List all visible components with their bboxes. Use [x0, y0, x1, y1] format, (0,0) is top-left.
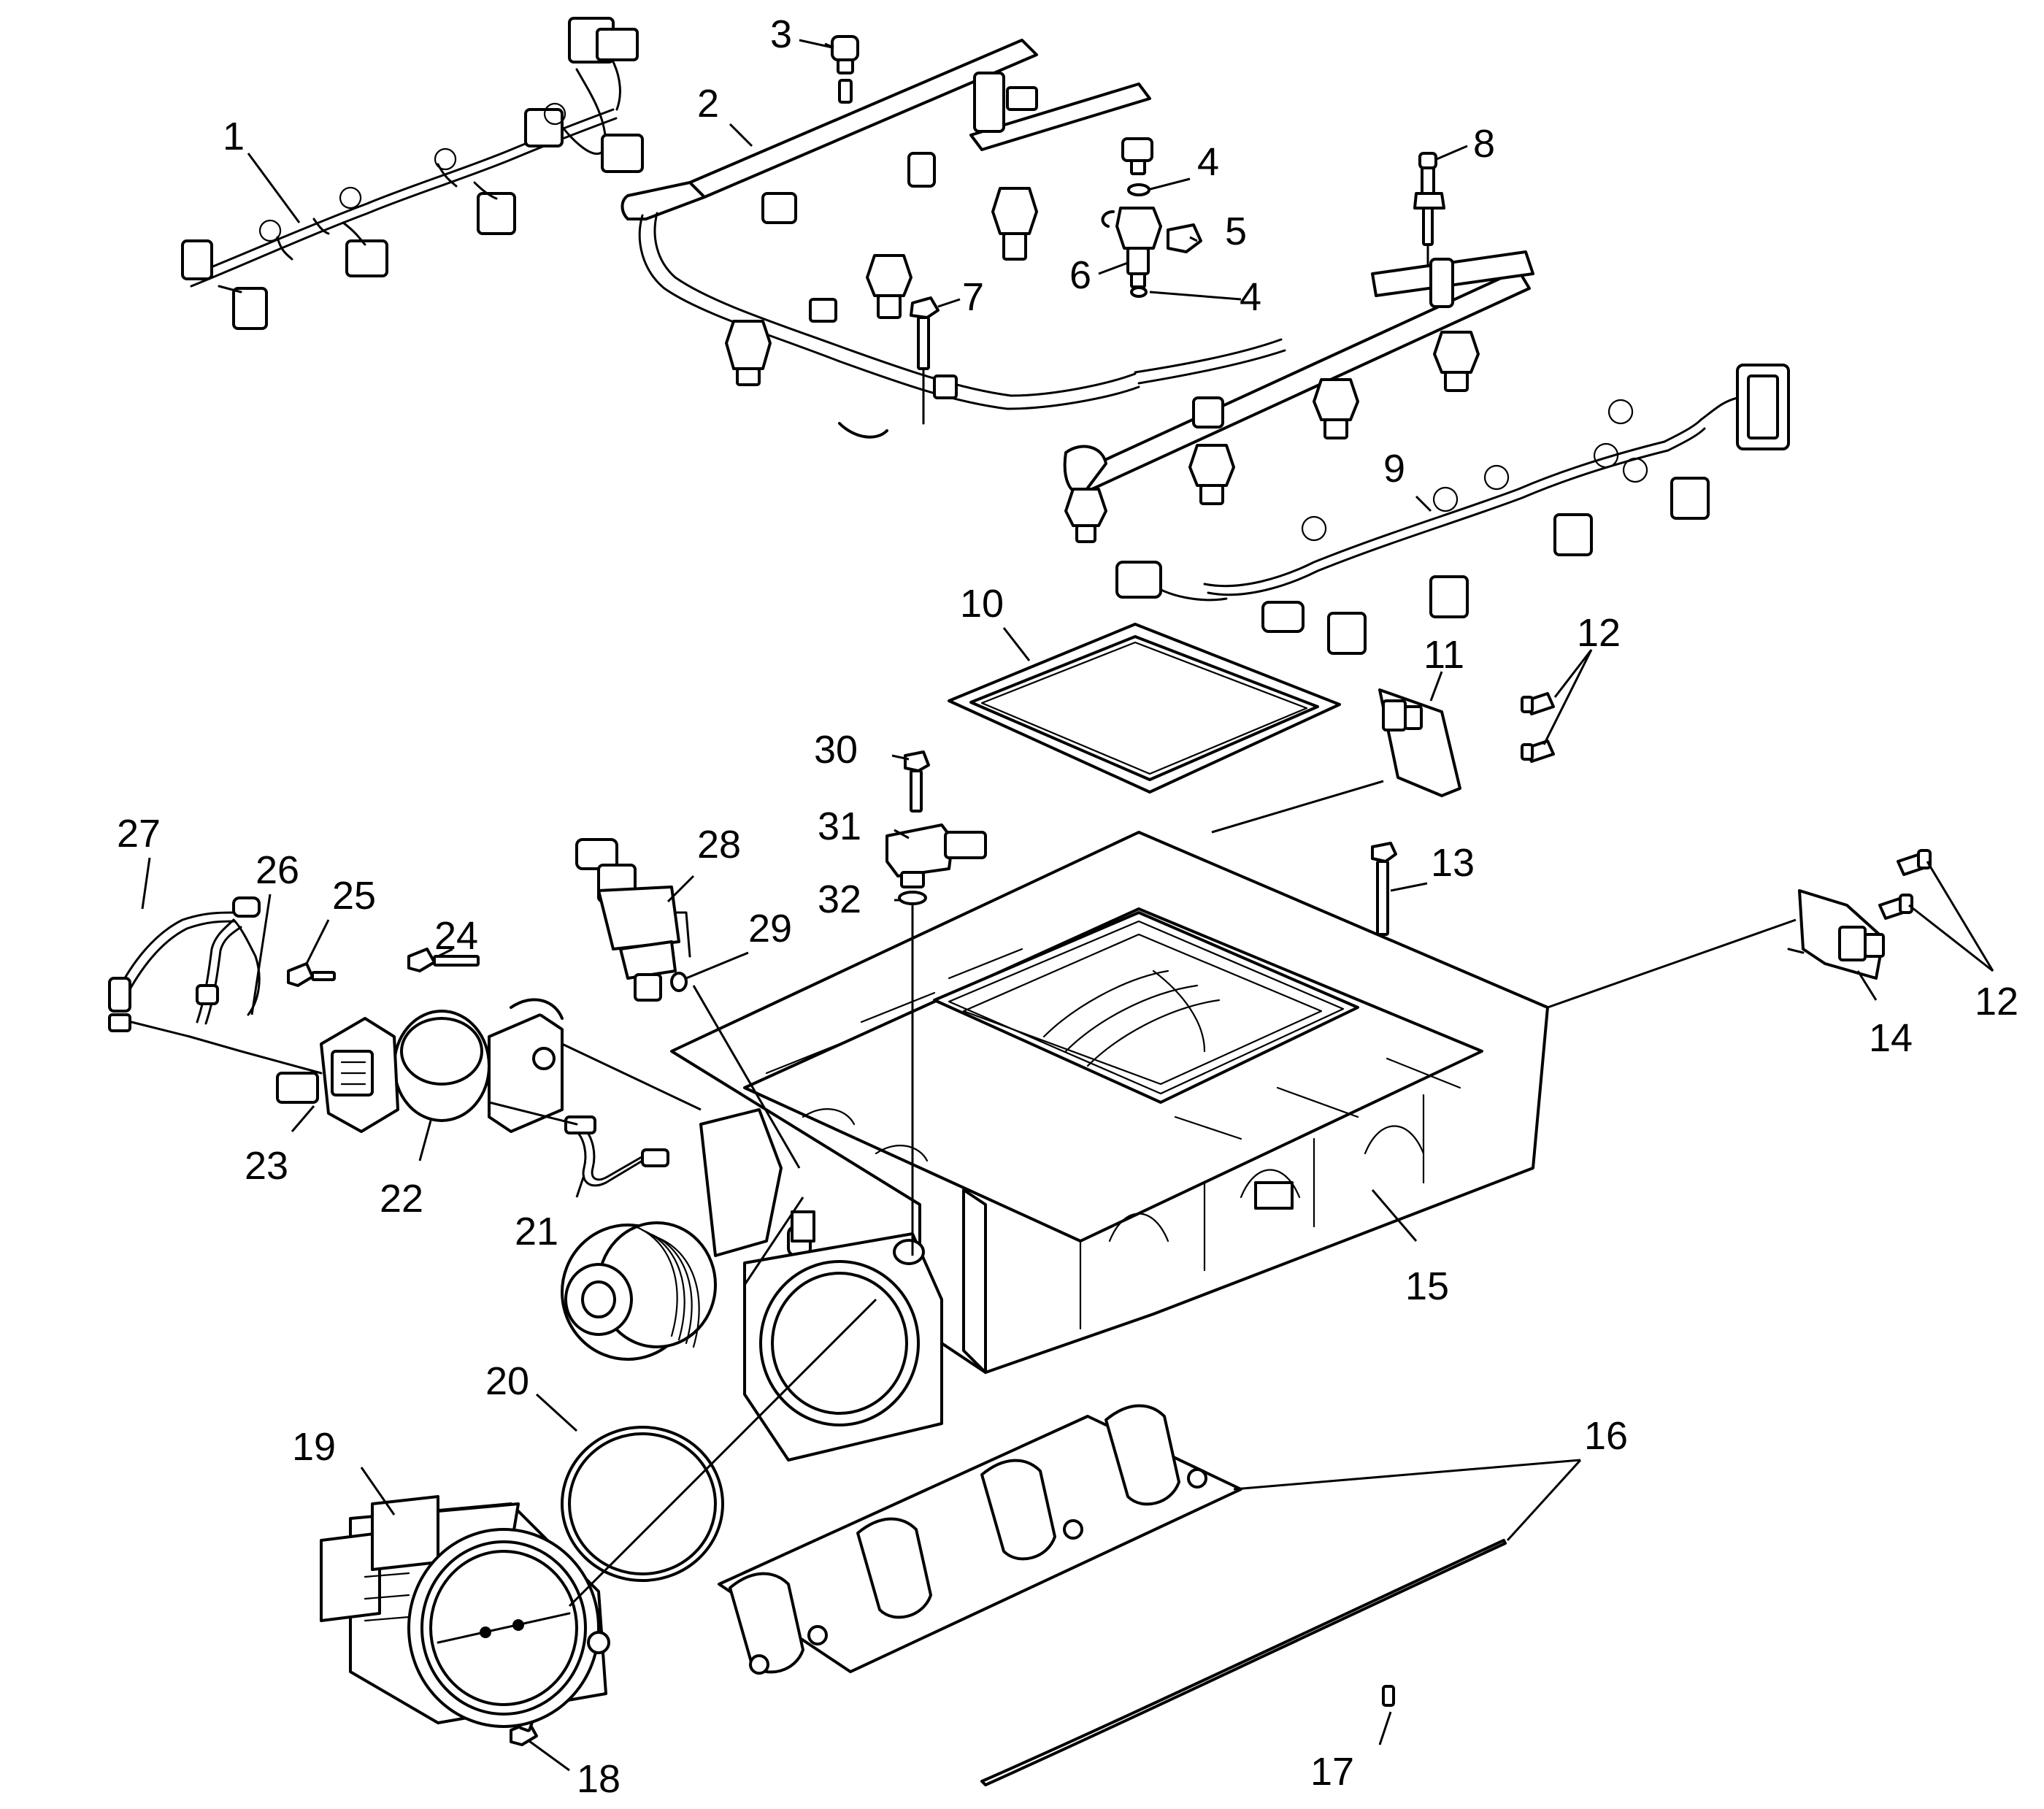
part-10-lid-gasket [948, 623, 1341, 794]
callout-10: 10 [960, 582, 1004, 626]
callout-13: 13 [1431, 841, 1475, 885]
callout-15: 15 [1405, 1264, 1449, 1308]
part-23-map-sensor [276, 1017, 399, 1133]
callout-2: 2 [697, 82, 719, 126]
part-9-injector-harness-right [1115, 364, 1790, 655]
part-6-fuel-injector [1101, 137, 1202, 298]
callout-25: 25 [332, 874, 376, 918]
callout-4-upper: 4 [1197, 140, 1219, 184]
part-28-purge-solenoid [575, 838, 691, 1002]
callout-27: 27 [117, 812, 161, 856]
part-25-bolt [287, 962, 336, 987]
part-2-fuel-rail [620, 39, 1534, 543]
callout-7: 7 [962, 275, 984, 319]
part-27-hose [108, 911, 323, 1075]
callout-3: 3 [770, 12, 792, 56]
part-8-stud [1413, 152, 1445, 268]
callout-1: 1 [223, 115, 245, 158]
callout-16: 16 [1584, 1414, 1628, 1458]
callout-28: 28 [697, 823, 741, 867]
callout-6: 6 [1069, 253, 1091, 297]
part-15-intake-manifold [670, 831, 1549, 1374]
part-11-bracket [1378, 688, 1461, 797]
callout-18: 18 [577, 1757, 620, 1801]
manifold-throttle-flange [743, 1210, 943, 1462]
callout-23: 23 [245, 1144, 288, 1188]
callout-22: 22 [380, 1177, 423, 1221]
part-17-clip [1382, 1685, 1395, 1707]
callout-21: 21 [515, 1210, 558, 1253]
callout-24: 24 [434, 914, 478, 958]
part-16-manifold-gasket [718, 1404, 1507, 1786]
callout-29: 29 [748, 907, 792, 950]
part-12-bolt-lower [1878, 849, 1932, 920]
callout-8: 8 [1473, 122, 1495, 166]
callout-26: 26 [256, 848, 299, 892]
callout-4-lower: 4 [1240, 275, 1261, 319]
part-21-vacuum-hose [564, 1115, 669, 1187]
part-32-oring [898, 891, 927, 905]
callout-32: 32 [818, 877, 861, 921]
part-14-bracket [1787, 889, 1885, 980]
callout-20: 20 [485, 1359, 529, 1403]
callout-19: 19 [292, 1425, 336, 1469]
callout-12-upper: 12 [1577, 611, 1621, 655]
part-19-throttle-body [320, 1495, 610, 1728]
callout-30: 30 [814, 728, 858, 772]
callout-5: 5 [1225, 210, 1247, 253]
part-30-bolt [904, 750, 930, 813]
part-1-injector-harness-left [181, 17, 644, 330]
callout-9: 9 [1383, 447, 1405, 491]
part-24-bolt [407, 948, 480, 972]
part-22-bypass-actuator [393, 998, 578, 1133]
part-20-oring [561, 1426, 724, 1582]
callout-17: 17 [1310, 1750, 1354, 1794]
leader-lines [141, 39, 1994, 1772]
callout-31: 31 [818, 804, 861, 848]
supercharger-pulley [561, 1221, 717, 1361]
part-31-sensor [885, 823, 987, 888]
part-26-hose [196, 896, 261, 1025]
part-29-seal [670, 972, 688, 992]
part-12-bolt-upper [1521, 692, 1555, 763]
callout-11: 11 [1424, 633, 1464, 677]
callout-12-lower: 12 [1975, 980, 2018, 1023]
part-3-fuel-rail-cap [824, 35, 859, 104]
part-7-bolt [910, 296, 940, 425]
callout-labels: 1 2 3 4 4 5 6 7 8 9 10 11 12 12 13 14 15… [117, 12, 2018, 1801]
callout-14: 14 [1869, 1016, 1913, 1060]
